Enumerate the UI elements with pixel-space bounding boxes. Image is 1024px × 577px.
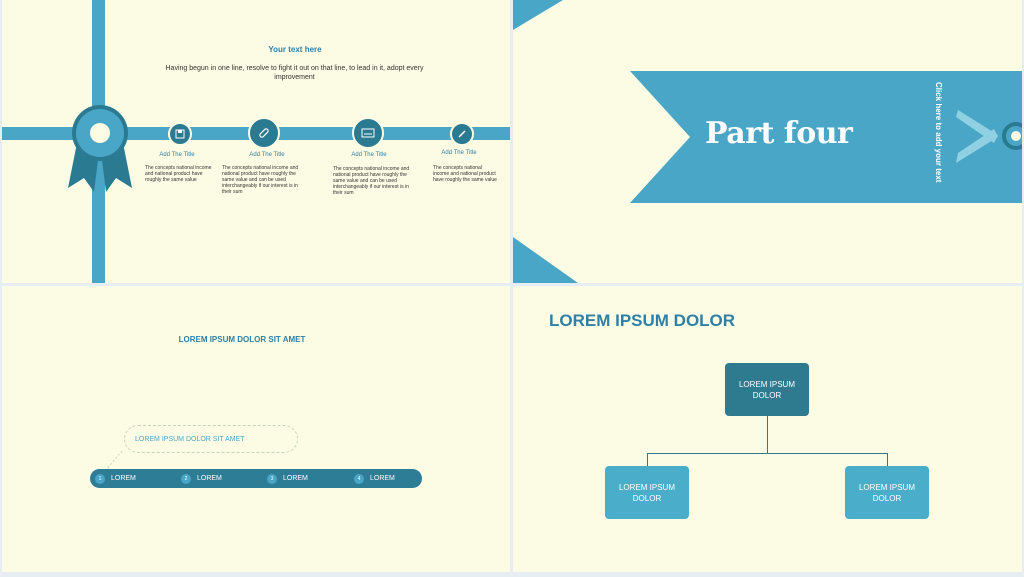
bar-item: 4 LOREM: [354, 473, 395, 484]
step-title: Add The Title: [159, 152, 195, 158]
save-icon: [168, 122, 192, 146]
slide4-title: LOREM IPSUM DOLOR: [549, 311, 736, 330]
bar-item-label: LOREM: [197, 475, 222, 482]
slide-thumbnail-1[interactable]: Your text here Having begun in one line,…: [2, 0, 510, 283]
bar-item-label: LOREM: [283, 475, 308, 482]
slide3-title: LOREM IPSUM DOLOR SIT AMET: [178, 335, 306, 344]
step-description: The concepts national income and nationa…: [433, 165, 497, 183]
step-title: Add The Title: [441, 150, 477, 156]
slide-thumbnail-4[interactable]: LOREM IPSUM DOLOR LOREM IPSUM DOLOR LORE…: [513, 286, 1022, 572]
bar-item: 2 LOREM: [181, 473, 222, 484]
keyboard-icon: [352, 117, 384, 149]
banner-background: [513, 0, 1022, 283]
bandage-icon: [248, 117, 280, 149]
connector-line: [767, 416, 768, 453]
org-box-top: LOREM IPSUM DOLOR: [725, 363, 809, 416]
bar-item-number: 4: [354, 473, 364, 484]
connector-line: [887, 453, 888, 466]
progress-bar: [90, 469, 422, 488]
bar-item-label: LOREM: [111, 475, 136, 482]
bar-item-number: 3: [267, 473, 277, 484]
bar-item-number: 1: [95, 473, 105, 484]
bar-item-label: LOREM: [370, 475, 395, 482]
bar-item: 1 LOREM: [95, 473, 136, 484]
connector-line: [647, 453, 648, 466]
slide1-subtitle: Having begun in one line, resolve to fig…: [165, 65, 424, 81]
bar-item-number: 2: [181, 473, 191, 484]
step-title: Add The Title: [351, 152, 387, 158]
step-description: The concepts national income and nationa…: [145, 165, 212, 183]
connector-line: [647, 453, 888, 454]
pencil-icon: [450, 122, 474, 146]
vertical-caption: Click here to add your text: [934, 82, 943, 183]
slide-thumbnail-2[interactable]: Part four Click here to add your text: [513, 0, 1022, 283]
award-badge-icon: [68, 105, 132, 192]
slide1-title: Your text here: [268, 45, 322, 54]
org-box-left: LOREM IPSUM DOLOR: [605, 466, 689, 519]
step-title: Add The Title: [249, 152, 285, 158]
part-heading: Part four: [705, 116, 853, 151]
step-description: The concepts national income and nationa…: [222, 165, 299, 195]
callout-bubble: LOREM IPSUM DOLOR SIT AMET: [124, 425, 298, 453]
callout-pointer: [104, 451, 123, 472]
slide-thumbnail-3[interactable]: LOREM IPSUM DOLOR SIT AMET LOREM IPSUM D…: [2, 286, 510, 572]
bar-item: 3 LOREM: [267, 473, 308, 484]
org-box-right: LOREM IPSUM DOLOR: [845, 466, 929, 519]
step-description: The concepts national income and nationa…: [333, 166, 410, 196]
